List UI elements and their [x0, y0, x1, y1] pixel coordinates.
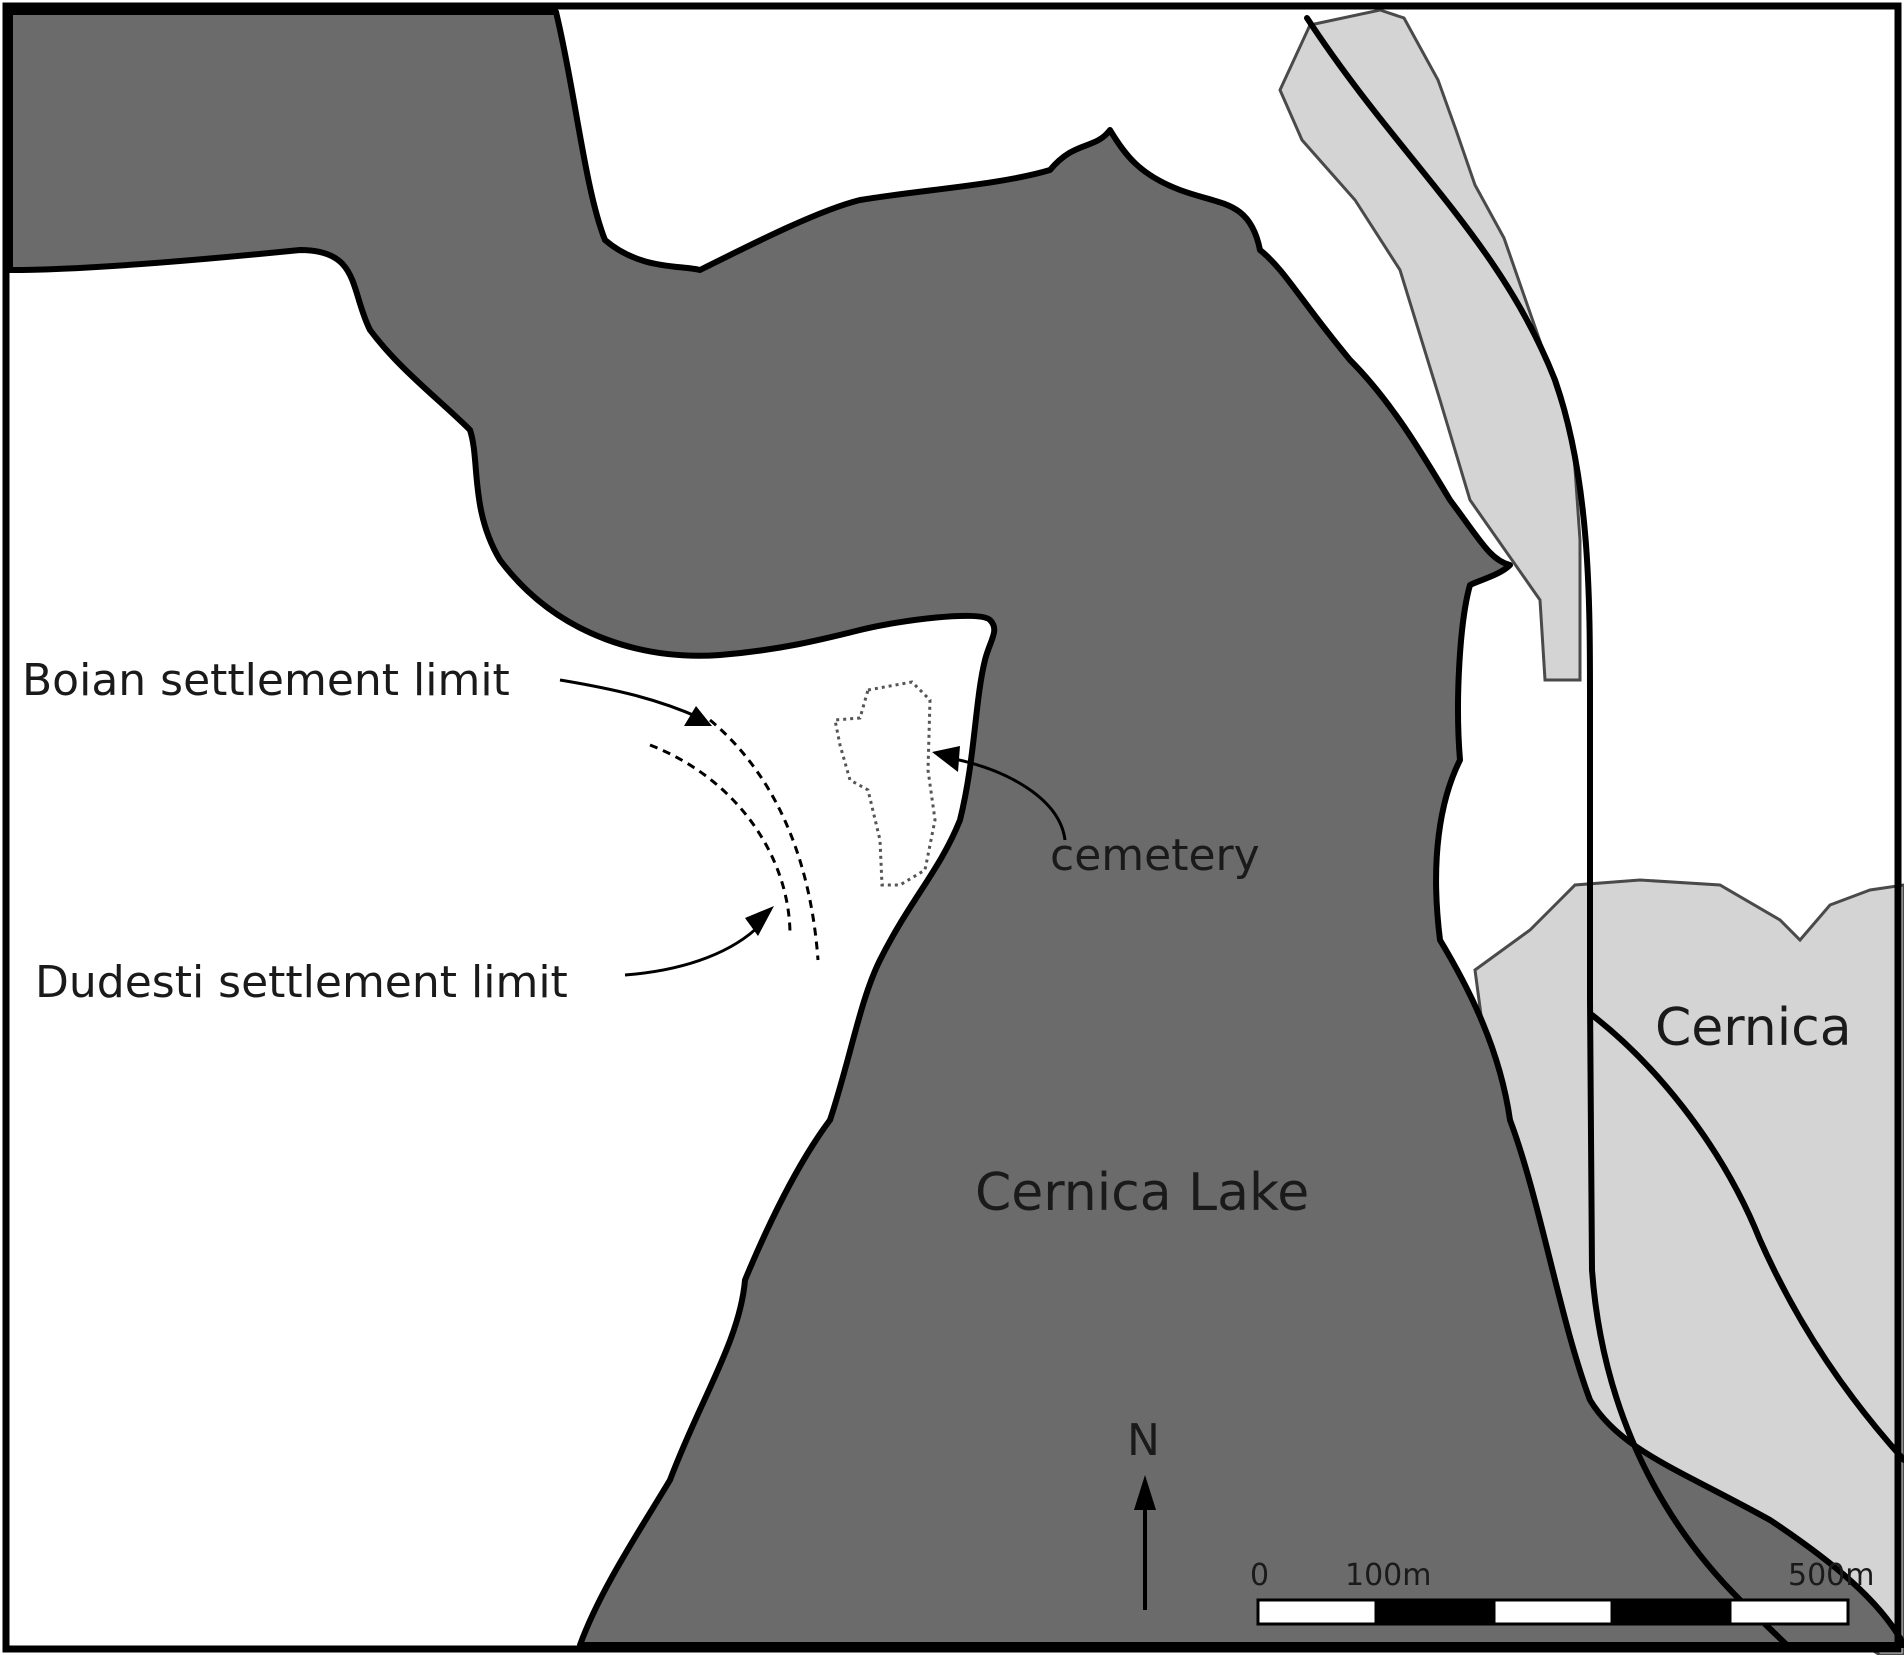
- cemetery-label: cemetery: [1050, 830, 1260, 881]
- cernica-village-label: Cernica: [1655, 998, 1852, 1058]
- road-east-branch: [1589, 1012, 1904, 1463]
- dudesti-settlement-limit-label: Dudesti settlement limit: [35, 957, 568, 1008]
- boian-settlement-limit-label: Boian settlement limit: [22, 655, 510, 706]
- village-area-north: [1278, 8, 1582, 682]
- north-arrow: N: [1127, 1415, 1160, 1610]
- scale-segment-1: [1256, 1598, 1378, 1626]
- scale-segment-2: [1374, 1598, 1496, 1626]
- boian-settlement-limit-line: [709, 718, 820, 961]
- boian-arrow: [559, 678, 701, 720]
- north-arrowhead: [1134, 1475, 1156, 1510]
- dudesti-arrow: [624, 923, 762, 977]
- scale-label-500m: 500m: [1788, 1558, 1874, 1593]
- scale-segment-4: [1610, 1598, 1732, 1626]
- scale-label-100m: 100m: [1345, 1558, 1431, 1593]
- dudesti-settlement-limit-line: [649, 743, 792, 936]
- scale-label-0: 0: [1250, 1558, 1269, 1593]
- cemetery-arrow: [949, 756, 1067, 841]
- cemetery-outline: [833, 680, 937, 887]
- scale-bar: 0 100m 500m: [1250, 1558, 1874, 1626]
- scale-segment-3: [1492, 1598, 1614, 1626]
- cernica-lake-water: [7, 9, 1904, 1648]
- cernica-lake-label: Cernica Lake: [975, 1163, 1309, 1223]
- boian-arrowhead: [684, 706, 712, 726]
- cemetery-arrowhead: [932, 746, 960, 772]
- north-arrow-label: N: [1127, 1415, 1160, 1466]
- dudesti-arrowhead: [745, 906, 774, 936]
- road-main-north-south: [1304, 15, 1793, 1651]
- scale-segment-5: [1728, 1598, 1850, 1626]
